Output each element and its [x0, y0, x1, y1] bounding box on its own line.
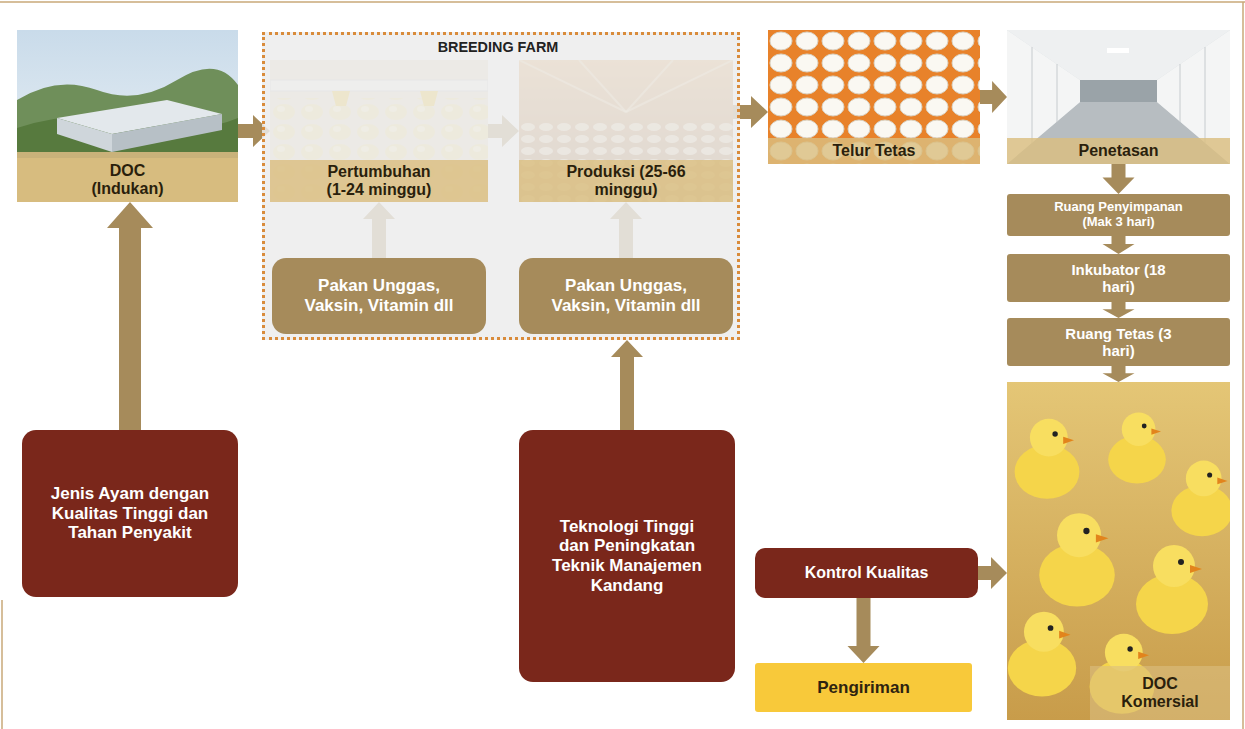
- photo-caption: DOC Komersial: [1115, 675, 1205, 712]
- flow-arrow: [978, 557, 1007, 589]
- eggs-photo: [768, 30, 980, 164]
- chick: [1171, 461, 1232, 537]
- box-label: Pakan Unggas, Vaksin, Vitamin dll: [299, 276, 459, 315]
- chick: [1008, 612, 1076, 697]
- process-box: Ruang Tetas (3 hari): [1007, 318, 1230, 366]
- output-box: Pengiriman: [755, 663, 972, 712]
- chick: [1015, 419, 1080, 499]
- photo-panel: Telur Tetas: [768, 30, 980, 164]
- box-label: Jenis Ayam dengan Kualitas Tinggi dan Ta…: [48, 484, 213, 543]
- barn-wall: [112, 114, 222, 152]
- caption-band: Telur Tetas: [768, 138, 980, 164]
- chicks-photo: [1007, 382, 1233, 720]
- egg-rows: [768, 30, 980, 164]
- frame-line: [0, 1, 1245, 3]
- photo-panel: Penetasan: [1007, 30, 1230, 164]
- flow-arrow: [107, 202, 153, 430]
- photo-caption: Produksi (25-66 minggu): [564, 163, 689, 200]
- group-title: BREEDING FARM: [265, 35, 731, 55]
- cabinet-line: [1205, 47, 1206, 143]
- box-label: Pengiriman: [817, 678, 910, 698]
- box-label: Pakan Unggas, Vaksin, Vitamin dll: [546, 276, 706, 315]
- flow-arrow: [611, 340, 643, 430]
- hatchery-photo: [1007, 30, 1230, 164]
- photo-caption: Penetasan: [1078, 142, 1158, 160]
- photo-ground: [1007, 382, 1230, 720]
- process-box: Ruang Penyimpanan (Mak 3 hari): [1007, 194, 1230, 236]
- cabinet-line: [1180, 64, 1181, 122]
- flow-arrow: [1103, 366, 1135, 382]
- barn-end: [57, 118, 112, 152]
- caption-band: DOC (Indukan): [17, 158, 238, 202]
- flow-arrow: [848, 598, 880, 663]
- cabinet-line: [1032, 47, 1033, 143]
- chick: [1108, 412, 1166, 483]
- box-label: Teknologi Tinggi dan Peningkatan Teknik …: [547, 517, 707, 595]
- caption-band: Produksi (25-66 minggu): [519, 160, 733, 202]
- chick: [1039, 513, 1115, 606]
- frame-line: [1242, 2, 1244, 729]
- cabinet-line: [1057, 64, 1058, 122]
- ground: [17, 152, 238, 202]
- chick: [1136, 545, 1208, 634]
- farm-photo: [17, 30, 238, 202]
- egg-tray: [768, 30, 980, 164]
- flow-arrow: [1103, 302, 1135, 318]
- process-box: Kontrol Kualitas: [755, 548, 978, 598]
- box-label: Kontrol Kualitas: [805, 564, 929, 582]
- input-box: Pakan Unggas, Vaksin, Vitamin dll: [272, 258, 486, 334]
- photo-panel: Pertumbuhan (1-24 minggu): [270, 60, 488, 202]
- caption-band: Penetasan: [1007, 138, 1230, 164]
- caption-band: DOC Komersial: [1090, 666, 1230, 720]
- process-box: Inkubator (18 hari): [1007, 254, 1230, 302]
- group-region: BREEDING FARM Pertumbuhan (1-24 minggu) Pr…: [262, 32, 740, 340]
- box-label: Ruang Penyimpanan (Mak 3 hari): [1044, 200, 1194, 230]
- flow-arrow: [980, 81, 1007, 113]
- flow-arrow: [1103, 236, 1135, 254]
- back-wall: [1080, 80, 1157, 102]
- photo-caption: DOC (Indukan): [83, 162, 173, 199]
- input-box: Pakan Unggas, Vaksin, Vitamin dll: [519, 258, 733, 334]
- photo-panel: DOC Komersial: [1007, 382, 1230, 720]
- box-label: Inkubator (18 hari): [1069, 261, 1169, 296]
- flow-arrow: [1103, 164, 1135, 194]
- photo-caption: Pertumbuhan (1-24 minggu): [317, 163, 442, 200]
- room: [1007, 30, 1230, 164]
- photo-panel: Produksi (25-66 minggu): [519, 60, 733, 202]
- box-label: Ruang Tetas (3 hari): [1064, 325, 1174, 360]
- photo-panel: DOC (Indukan): [17, 30, 238, 202]
- factor-box: Teknologi Tinggi dan Peningkatan Teknik …: [519, 430, 735, 682]
- caption-band: Pertumbuhan (1-24 minggu): [270, 160, 488, 202]
- sky: [17, 30, 238, 202]
- factor-box: Jenis Ayam dengan Kualitas Tinggi dan Ta…: [22, 430, 238, 597]
- ceiling-light: [1107, 48, 1129, 53]
- photo-caption: Telur Tetas: [833, 142, 916, 160]
- frame-line: [1, 600, 3, 729]
